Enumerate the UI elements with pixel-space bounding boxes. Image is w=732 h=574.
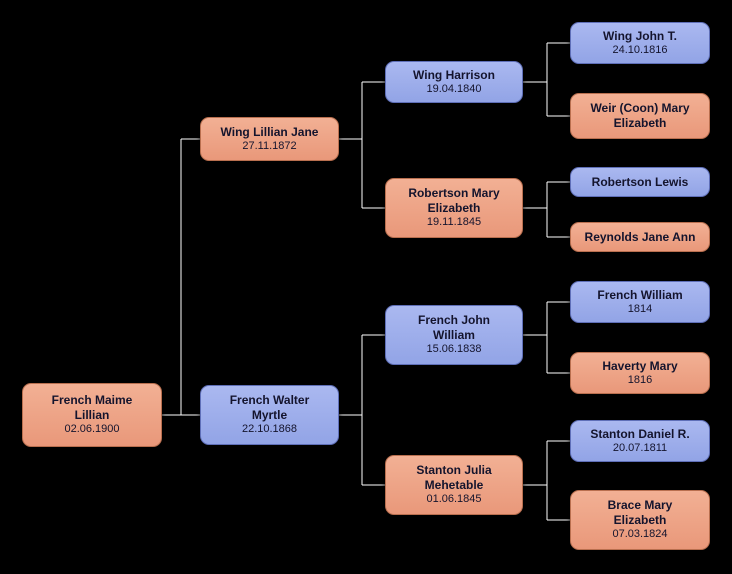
person-birthdate: 24.10.1816 bbox=[612, 43, 668, 56]
person-name: Myrtle bbox=[251, 408, 288, 423]
person-name: Elizabeth bbox=[427, 201, 481, 216]
person-birthdate: 20.07.1811 bbox=[612, 441, 668, 454]
person-birthdate: 19.11.1845 bbox=[426, 216, 482, 229]
person-name: Wing Harrison bbox=[413, 67, 495, 82]
person-name: William bbox=[433, 328, 475, 343]
person-name: Wing John T. bbox=[603, 28, 677, 43]
person-birthdate: 01.06.1845 bbox=[426, 493, 482, 506]
person-birthdate: 1814 bbox=[627, 302, 653, 315]
person-node-wing-john-t[interactable]: Wing John T.24.10.1816 bbox=[570, 22, 710, 64]
person-name: Reynolds Jane Ann bbox=[584, 229, 696, 244]
person-birthdate: 19.04.1840 bbox=[426, 82, 482, 95]
person-name: Stanton Julia bbox=[416, 463, 492, 478]
person-name: French Walter bbox=[229, 393, 310, 408]
person-name: French William bbox=[597, 287, 683, 302]
person-name: Wing Lillian Jane bbox=[220, 124, 319, 139]
person-name: Brace Mary bbox=[607, 498, 673, 513]
person-node-stanton-daniel-r[interactable]: Stanton Daniel R.20.07.1811 bbox=[570, 420, 710, 462]
person-birthdate: 27.11.1872 bbox=[242, 139, 297, 152]
person-birthdate: 22.10.1868 bbox=[241, 423, 298, 436]
person-birthdate: 1816 bbox=[627, 373, 653, 386]
person-birthdate: 15.06.1838 bbox=[426, 343, 482, 356]
person-name: Stanton Daniel R. bbox=[590, 426, 690, 441]
person-name: Weir (Coon) Mary bbox=[590, 101, 690, 115]
person-name: Elizabeth bbox=[613, 116, 667, 130]
person-birthdate: 02.06.1900 bbox=[64, 423, 120, 436]
person-name: Robertson Lewis bbox=[591, 174, 689, 189]
person-name: Robertson Mary bbox=[408, 186, 500, 201]
person-node-robertson-lewis[interactable]: Robertson Lewis bbox=[570, 167, 710, 197]
person-name: French Maime bbox=[51, 393, 133, 408]
person-node-reynolds-jane-ann[interactable]: Reynolds Jane Ann bbox=[570, 222, 710, 252]
person-name: Lillian bbox=[74, 408, 110, 423]
person-name: Haverty Mary bbox=[602, 358, 678, 373]
person-name: Elizabeth bbox=[613, 513, 667, 528]
person-birthdate: 07.03.1824 bbox=[612, 528, 668, 541]
person-name: Mehetable bbox=[424, 478, 484, 493]
person-name: French John bbox=[417, 313, 490, 328]
